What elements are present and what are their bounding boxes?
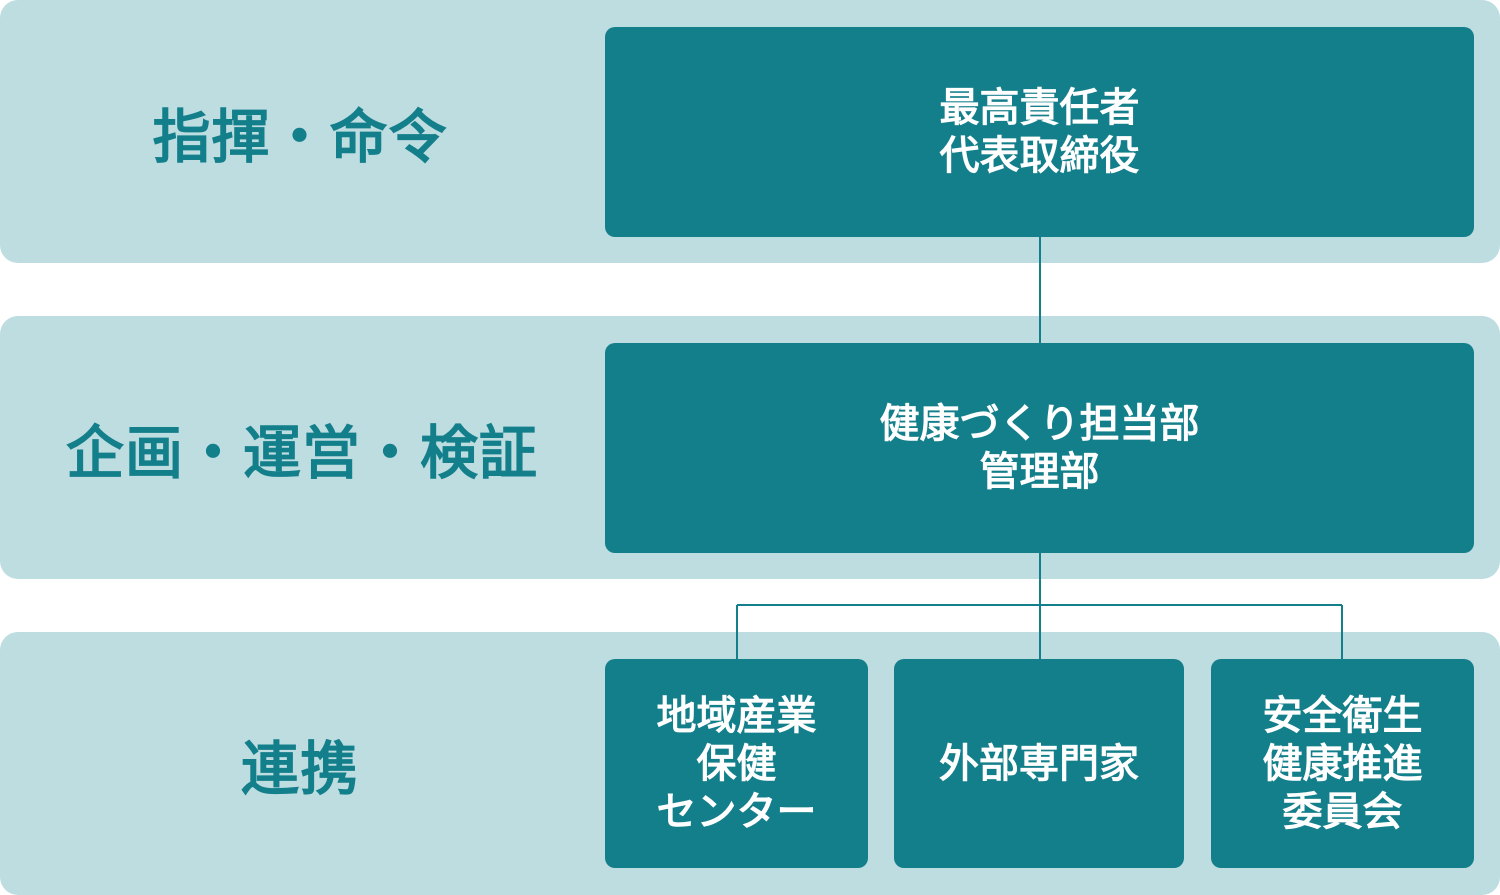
box-safety-health-committee-line2: 健康推進 [1262,740,1423,787]
box-chief-executive: 最高責任者 代表取締役 [605,27,1474,237]
band-label-coordination: 連携 [240,734,359,803]
box-chief-executive-line2: 代表取締役 [939,133,1140,179]
box-safety-health-committee: 安全衛生 健康推進 委員会 [1211,659,1474,868]
box-regional-health-center-line2: 保健 [696,740,777,787]
box-regional-health-center-line3: センター [656,788,817,835]
box-chief-executive-line1: 最高責任者 [939,85,1140,131]
box-external-experts-line1: 外部専門家 [939,740,1139,787]
box-health-department-line1: 健康づくり担当部 [879,401,1200,447]
box-health-department-line2: 管理部 [979,449,1100,495]
band-label-planning: 企画・運営・検証 [65,418,538,487]
box-external-experts: 外部専門家 [894,659,1184,868]
box-regional-health-center-line1: 地域産業 [656,692,817,739]
box-safety-health-committee-line1: 安全衛生 [1262,692,1423,739]
band-label-command: 指揮・命令 [152,102,448,171]
box-health-department: 健康づくり担当部 管理部 [605,343,1474,553]
box-regional-health-center: 地域産業 保健 センター [605,659,868,868]
box-safety-health-committee-line3: 委員会 [1282,788,1403,835]
